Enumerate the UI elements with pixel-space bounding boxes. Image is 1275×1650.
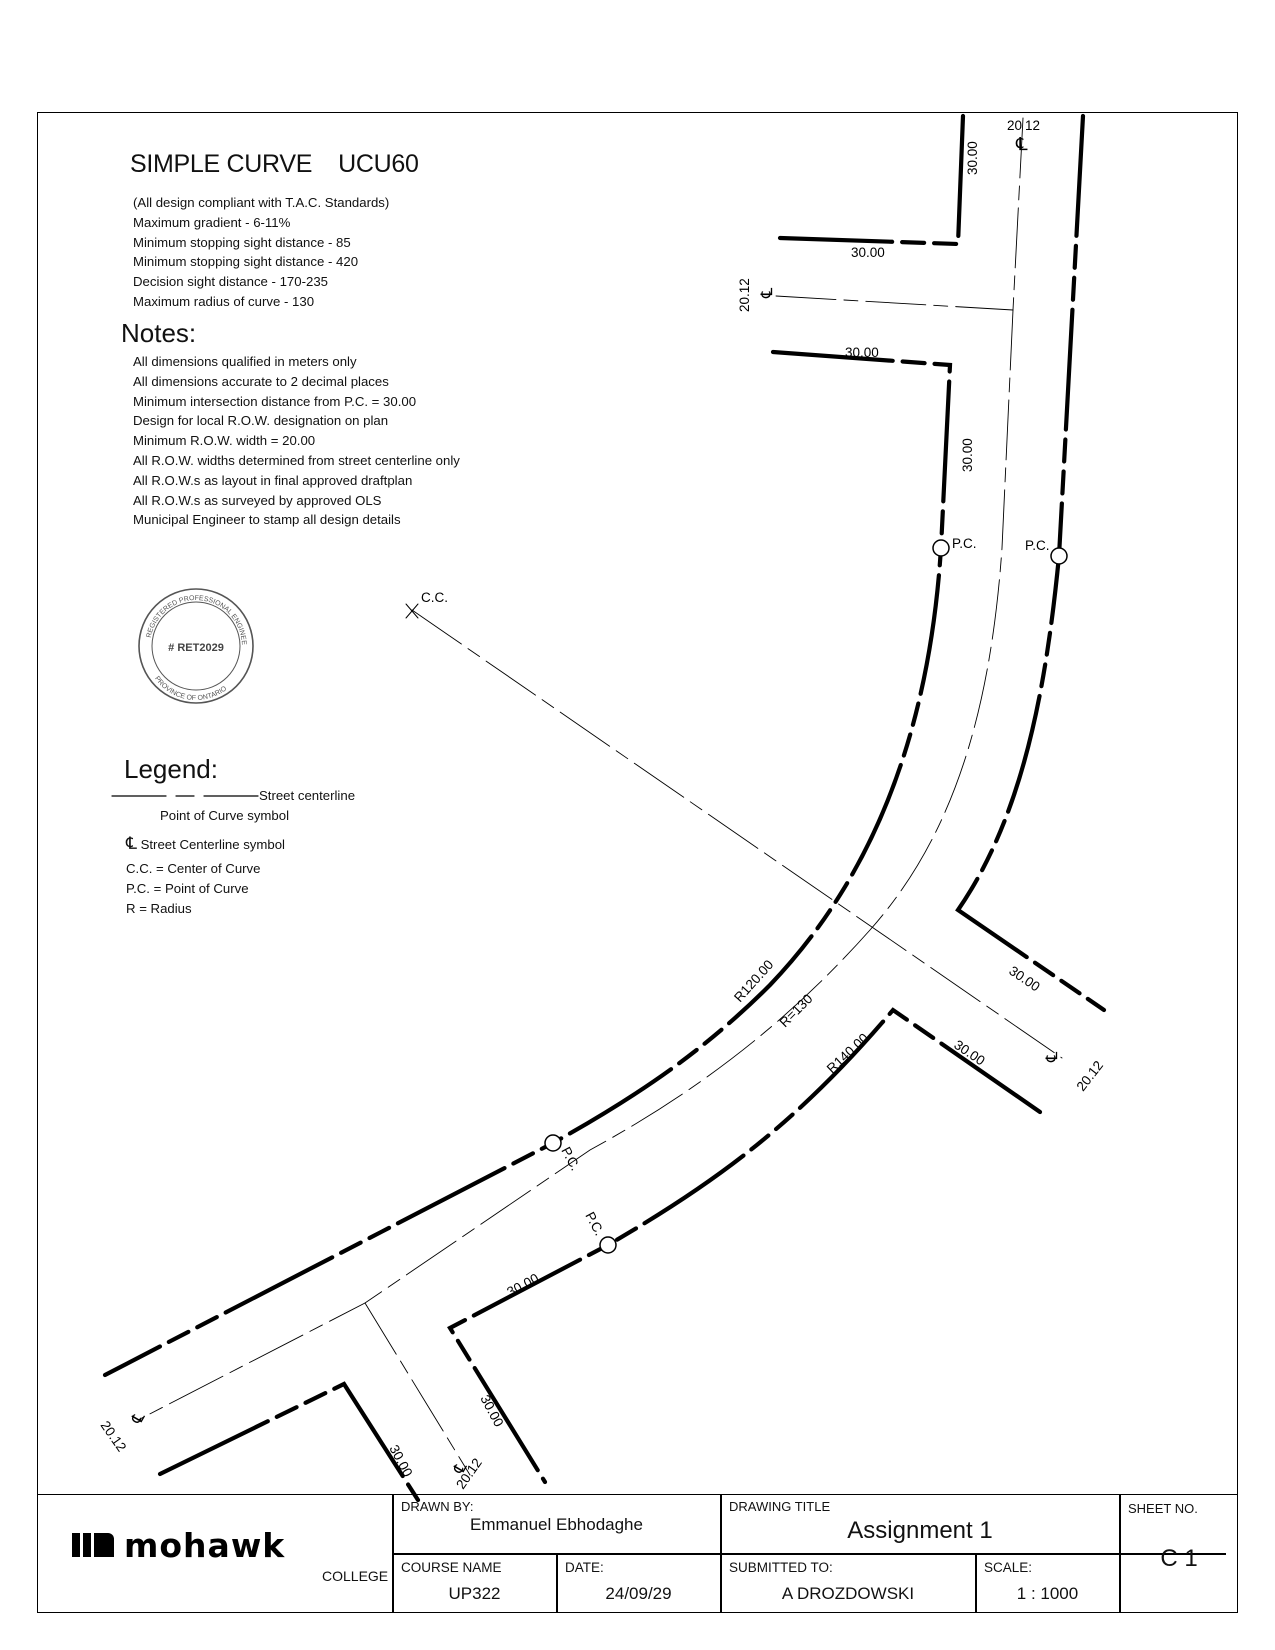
radius-inner-label: R120.00: [731, 957, 776, 1005]
submitted-to-label: SUBMITTED TO:: [729, 1560, 833, 1575]
note-item: All R.O.W. widths determined from street…: [133, 452, 460, 468]
submitted-to-cell: SUBMITTED TO: A DROZDOWSKI: [721, 1554, 975, 1613]
course-value: UP322: [448, 1584, 501, 1603]
drawing-title-label: DRAWING TITLE: [729, 1499, 831, 1514]
radius-outer-label: R140.00: [824, 1030, 872, 1076]
dim-30-label: 30.00: [965, 141, 980, 175]
drawing-border: [37, 112, 1238, 1613]
row-width-label: 20.12: [98, 1418, 130, 1454]
row-width-label: 20.12: [1074, 1058, 1107, 1094]
spec-item: Decision sight distance - 170-235: [133, 274, 328, 290]
radius-center-label: R=130: [777, 991, 816, 1030]
note-item: Minimum intersection distance from P.C. …: [133, 393, 417, 409]
drawing-title-cell: DRAWING TITLE Assignment 1: [721, 1495, 1119, 1553]
centerline-symbol-icon: ℄: [759, 287, 776, 299]
scale-label: SCALE:: [984, 1560, 1033, 1575]
title-left: SIMPLE CURVE: [130, 150, 313, 178]
spec-item: Maximum radius of curve - 130: [133, 293, 315, 309]
street-centerline: [137, 117, 1063, 1476]
sheet-no-cell: SHEET NO. C 1: [1120, 1495, 1238, 1613]
cc-label: C.C.: [421, 590, 448, 605]
legend-cl-symbol-label: Street Centerline symbol: [140, 837, 285, 852]
dim-30-label: 30.00: [851, 245, 885, 260]
cc-cross-icon: [405, 603, 419, 619]
legend-r-def: R = Radius: [126, 901, 192, 916]
pc-symbol: [932, 539, 950, 557]
inner-row-line: [102, 113, 966, 1378]
title-block: DRAWN BY: Emmanuel Ebhodaghe COURSE NAME…: [37, 1494, 1238, 1613]
sheet-no-value: C 1: [1160, 1545, 1198, 1572]
svg-text:mohawk: mohawk: [124, 1531, 285, 1561]
note-item: All R.O.W.s as surveyed by approved OLS: [133, 492, 382, 508]
drawing-title-value: Assignment 1: [847, 1517, 993, 1544]
course-label: COURSE NAME: [401, 1560, 502, 1575]
svg-text:PROVINCE OF ONTARIO: PROVINCE OF ONTARIO: [153, 675, 228, 702]
date-cell: DATE: 24/09/29: [557, 1554, 720, 1613]
drawing-heading: SIMPLE CURVE UCU60: [130, 152, 419, 177]
notes-list: All dimensions qualified in meters only …: [133, 352, 460, 530]
dim-30-label: 30.00: [845, 345, 879, 360]
date-label: DATE:: [565, 1560, 604, 1575]
row-width-label: 20.12: [737, 278, 752, 312]
spec-item: (All design compliant with T.A.C. Standa…: [133, 195, 390, 210]
centerline-symbol-icon: ℄: [1044, 1051, 1061, 1063]
note-item: All R.O.W.s as layout in final approved …: [133, 472, 413, 488]
legend-cc-def: C.C. = Center of Curve: [126, 861, 261, 876]
dim-30-label: 30.00: [504, 1271, 541, 1300]
notes-heading: Notes:: [121, 318, 197, 348]
spec-item: Maximum gradient - 6-11%: [133, 214, 291, 230]
centerline-symbol-icon: ℄: [126, 834, 137, 853]
date-value: 24/09/29: [605, 1584, 672, 1603]
mohawk-logo: mohawk: [72, 1531, 285, 1561]
note-item: Municipal Engineer to stamp all design d…: [133, 512, 401, 528]
drawn-by-cell: DRAWN BY: Emmanuel Ebhodaghe: [393, 1495, 720, 1553]
svg-text:# RET2029: # RET2029: [168, 642, 224, 654]
scale-value: 1 : 1000: [1016, 1584, 1079, 1603]
row-width-label: 12: [1025, 118, 1040, 133]
design-spec-list: (All design compliant with T.A.C. Standa…: [133, 193, 389, 312]
submitted-to-value: A DROZDOWSKI: [781, 1584, 915, 1603]
note-item: All dimensions qualified in meters only: [133, 354, 357, 369]
centerline-symbol-icon: ℄: [1015, 134, 1028, 154]
row-width-label: 20: [1007, 118, 1022, 133]
spec-item: Minimum stopping sight distance - 420: [133, 254, 359, 270]
dim-30-label: 30.00: [1006, 963, 1042, 994]
pc-symbol: [544, 1134, 562, 1152]
course-cell: COURSE NAME UP322: [393, 1554, 556, 1613]
pc-symbol: [1050, 547, 1068, 565]
dim-30-label: 30.00: [960, 438, 975, 472]
title-right: UCU60: [338, 150, 419, 178]
centerline-symbol-icon: ℄: [128, 1409, 149, 1428]
drawn-by-label: DRAWN BY:: [401, 1499, 474, 1514]
pc-label: P.C.: [952, 536, 977, 551]
drawn-by-value: Emmanuel Ebhodaghe: [470, 1515, 643, 1534]
pc-label: P.C.: [582, 1209, 607, 1238]
scale-cell: SCALE: 1 : 1000: [976, 1554, 1119, 1613]
legend-pc-def: P.C. = Point of Curve: [126, 881, 249, 896]
legend-centerline-label: Street centerline: [259, 788, 356, 803]
pc-label: P.C.: [1025, 538, 1050, 553]
sheet-no-label: SHEET NO.: [1128, 1501, 1198, 1516]
note-item: Minimum R.O.W. width = 20.00: [133, 433, 316, 449]
note-item: Design for local R.O.W. designation on p…: [133, 413, 389, 429]
legend-pc-symbol-label: Point of Curve symbol: [160, 808, 289, 823]
legend-cl-symbol: ℄ Street Centerline symbol: [126, 835, 285, 852]
note-item: All dimensions accurate to 2 decimal pla…: [133, 373, 389, 389]
spec-item: Minimum stopping sight distance - 85: [133, 234, 351, 250]
college-label: COLLEGE: [322, 1568, 389, 1584]
pc-symbol: [599, 1236, 617, 1254]
legend-heading: Legend:: [124, 754, 218, 784]
outer-row-line: [157, 113, 1107, 1503]
